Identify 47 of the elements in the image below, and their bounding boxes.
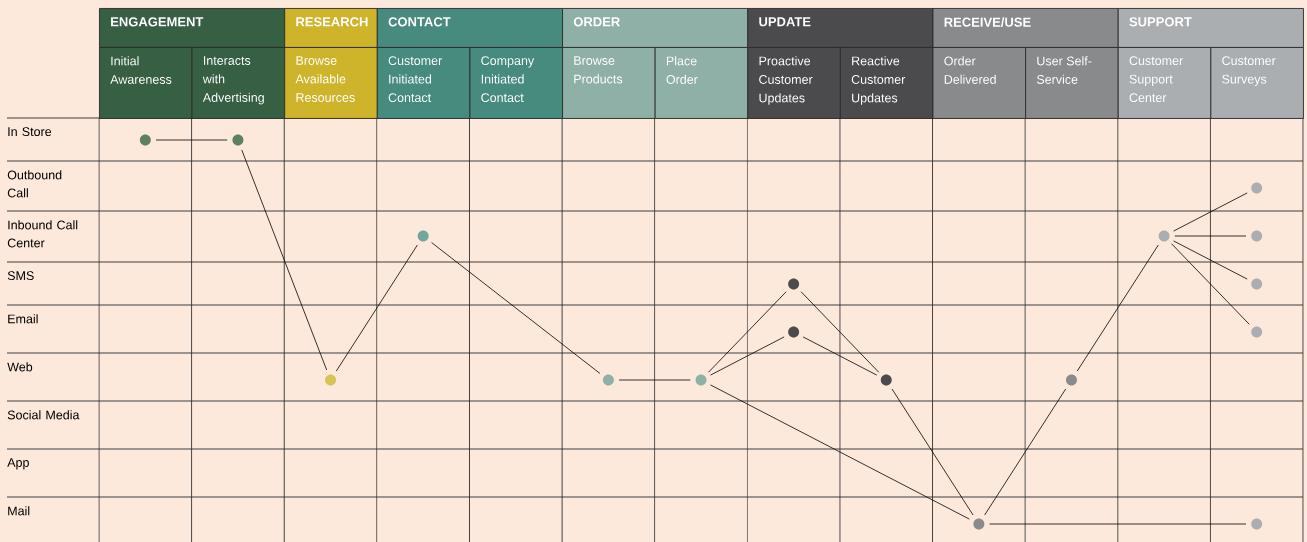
step-header: Proactive Customer Updates [747, 47, 841, 119]
row-label: In Store [8, 127, 52, 137]
connector-line [431, 242, 601, 374]
phase-header: ENGAGEMENT [99, 8, 286, 48]
step-header: Place Order [654, 47, 749, 119]
connector-line [1171, 243, 1250, 325]
connector-line [800, 291, 880, 373]
connector-line [708, 291, 787, 373]
connector-line [155, 139, 228, 141]
connector-line [984, 388, 1067, 516]
connector-line [989, 523, 1247, 525]
step-header: Order Delivered [932, 47, 1027, 119]
row-label: Social Media [7, 410, 80, 420]
phase-header: SUPPORT [1117, 8, 1304, 48]
row-label: Inbound Call Center [7, 220, 78, 248]
step-header: Browse Available Resources [284, 47, 378, 119]
step-header: Interacts with Advertising [191, 47, 286, 119]
connector-line [1174, 235, 1247, 237]
connector-line [1173, 192, 1248, 232]
phase-header: RECEIVE/USE [932, 8, 1119, 48]
row-label: SMS [7, 271, 34, 281]
step-header: User Self-Service [1025, 47, 1119, 119]
connector-line [618, 379, 691, 381]
connector-line [891, 388, 974, 516]
step-header: Customer Surveys [1210, 47, 1304, 119]
connector-line [1076, 244, 1159, 372]
step-header: Customer Initiated Contact [376, 47, 471, 119]
connector-line [710, 384, 970, 520]
phase-header: CONTACT [376, 8, 563, 48]
connector-line [710, 336, 785, 376]
step-header: Company Initiated Contact [469, 47, 563, 119]
row-label: Mail [8, 506, 30, 516]
row-label: Email [8, 314, 38, 324]
step-header: Initial Awareness [99, 47, 193, 119]
connector-line [241, 149, 328, 371]
row-label: App [7, 458, 29, 470]
step-header: Browse Products [562, 47, 656, 119]
phase-header: UPDATE [747, 8, 934, 48]
connector-line [1173, 240, 1248, 280]
phase-header: ORDER [562, 8, 749, 48]
row-label: Web [7, 362, 33, 372]
connector-line [335, 244, 418, 372]
connector-line [802, 336, 878, 376]
row-label: Outbound Call [7, 170, 62, 198]
step-header: Customer Support Center [1117, 47, 1212, 119]
phase-header: RESEARCH [284, 8, 378, 48]
step-header: Reactive Customer Updates [839, 47, 934, 119]
